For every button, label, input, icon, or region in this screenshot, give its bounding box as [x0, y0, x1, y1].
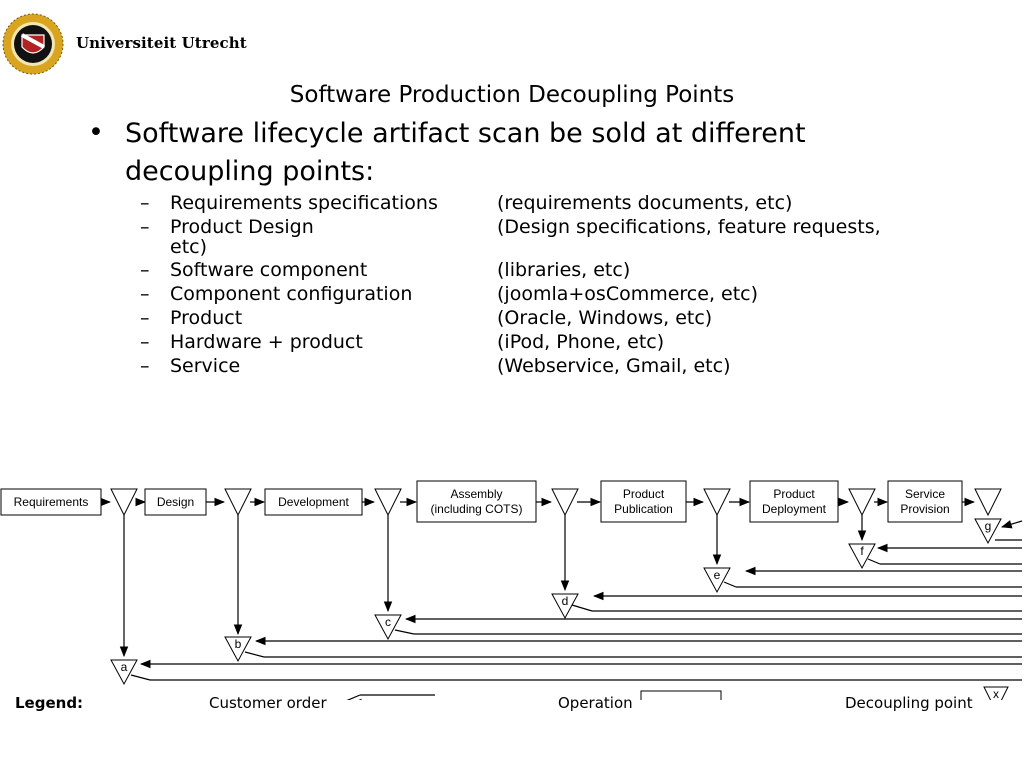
- order-arrows: [130, 520, 1023, 681]
- operation-label: Assembly: [450, 487, 502, 501]
- subitem-dash: –: [140, 259, 150, 281]
- bullet-marker: •: [88, 117, 104, 148]
- operation-box: [887, 480, 963, 523]
- legend-operation-label: Operation: [558, 694, 633, 712]
- decoupling-label-a: a: [121, 660, 128, 674]
- subitem-example: (Design specifications, feature requests…: [497, 216, 881, 238]
- bullet-text: Software lifecycle artifact scan be sold…: [125, 118, 806, 187]
- operation-box: [0, 488, 102, 516]
- subitem-example: (libraries, etc): [497, 259, 631, 281]
- decoupling-diagram: Requirements Design Development Assembly…: [0, 480, 1023, 700]
- stock-triangles: [110, 488, 1002, 517]
- subitem-dash: –: [140, 216, 150, 238]
- operation-box: [749, 480, 839, 523]
- operation-label: Product: [623, 487, 665, 501]
- decoupling-label-f: f: [860, 544, 864, 558]
- subitem-example: (iPod, Phone, etc): [497, 331, 665, 353]
- subitem-continuation: etc): [170, 236, 207, 258]
- operation-boxes: [0, 480, 963, 523]
- subitem-example: (Webservice, Gmail, etc): [497, 355, 731, 377]
- subitem-dash: –: [140, 331, 150, 353]
- operation-label: Service: [905, 487, 945, 501]
- decoupling-triangles: [110, 518, 1002, 686]
- operation-box: [144, 488, 207, 516]
- legend-title: Legend:: [15, 694, 84, 712]
- legend-customer-order-label: Customer order: [209, 694, 327, 712]
- subitem-example: (joomla+osCommerce, etc): [497, 283, 759, 305]
- decoupling-label-g: g: [985, 519, 992, 533]
- operation-box: [264, 488, 363, 516]
- subitem-dash: –: [140, 192, 150, 214]
- operation-label: Development: [278, 495, 349, 509]
- legend-customer-order-icon: [346, 694, 435, 700]
- decoupling-label-e: e: [714, 568, 721, 582]
- subitem-label: Product Design: [170, 216, 314, 238]
- subitem-label: Hardware + product: [170, 331, 363, 353]
- operation-label: Requirements: [14, 495, 89, 509]
- university-seal-icon: [2, 13, 64, 75]
- drop-lines: [119, 515, 867, 658]
- operation-box: [600, 480, 687, 523]
- operation-labels: Requirements Design Development Assembly…: [14, 487, 950, 516]
- legend-operation-icon: [640, 690, 722, 700]
- university-logo: Universiteit Utrecht: [0, 0, 247, 88]
- operation-box: [416, 480, 537, 523]
- decoupling-label-b: b: [235, 637, 242, 651]
- decoupling-labels: a b c d e f g: [121, 519, 992, 674]
- subitem-label: Component configuration: [170, 283, 413, 305]
- subitem-example: (Oracle, Windows, etc): [497, 307, 713, 329]
- decoupling-label-d: d: [562, 594, 569, 608]
- subitem-dash: –: [140, 283, 150, 305]
- legend-decoupling-icon: [983, 686, 1009, 700]
- subitem-label: Software component: [170, 259, 368, 281]
- operation-label: Product: [773, 487, 815, 501]
- operation-label: Provision: [900, 502, 949, 516]
- subitem-example: (requirements documents, etc): [497, 192, 793, 214]
- legend-decoupling-symbol: x: [993, 687, 999, 700]
- operation-label: Deployment: [762, 502, 827, 516]
- operation-label: (including COTS): [430, 502, 522, 516]
- subitem-dash: –: [140, 355, 150, 377]
- operation-label: Publication: [614, 502, 673, 516]
- subitem-label: Product: [170, 307, 243, 329]
- subitem-label: Requirements specifications: [170, 192, 438, 214]
- operation-label: Design: [157, 495, 194, 509]
- slide-title: Software Production Decoupling Points: [289, 82, 735, 108]
- logo-text: Universiteit Utrecht: [76, 34, 247, 52]
- subitem-label: Service: [170, 355, 241, 377]
- subitem-dash: –: [140, 307, 150, 329]
- legend-decoupling-label: Decoupling point: [845, 694, 973, 712]
- decoupling-label-c: c: [385, 615, 391, 629]
